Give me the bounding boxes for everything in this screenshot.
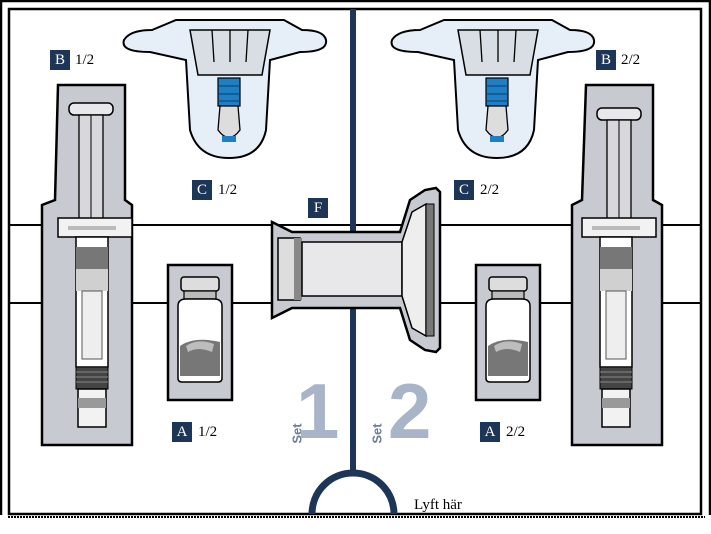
vial-left [166,263,234,402]
label-a-left-text: 1/2 [198,424,218,440]
transfer-device [270,186,442,354]
set-right-word: Set [369,423,385,444]
label-c-left-text: 1/2 [218,182,238,198]
label-b-left-letter: B [50,50,70,70]
vial-right [474,263,542,402]
label-b-right-text: 2/2 [621,52,641,68]
syringe-right [570,83,664,447]
label-b-left-text: 1/2 [75,52,95,68]
lift-tab-arc [308,469,398,515]
set-right-number: 2 [388,367,432,455]
label-b-right-letter: B [596,50,616,70]
lift-here-label[interactable]: Lyft här [414,497,462,513]
label-a-right-text: 2/2 [506,424,526,440]
label-c-right-text: 2/2 [480,182,500,198]
label-c-left-letter: C [192,180,212,200]
label-f-letter: F [308,198,328,218]
syringe-left [40,83,134,447]
label-a-right-letter: A [480,422,500,442]
label-c-right-letter: C [454,180,474,200]
set-left-number: 1 [296,367,340,455]
adapter-blister-left [122,19,328,160]
adapter-blister-right [390,19,596,160]
label-a-left-letter: A [172,422,192,442]
